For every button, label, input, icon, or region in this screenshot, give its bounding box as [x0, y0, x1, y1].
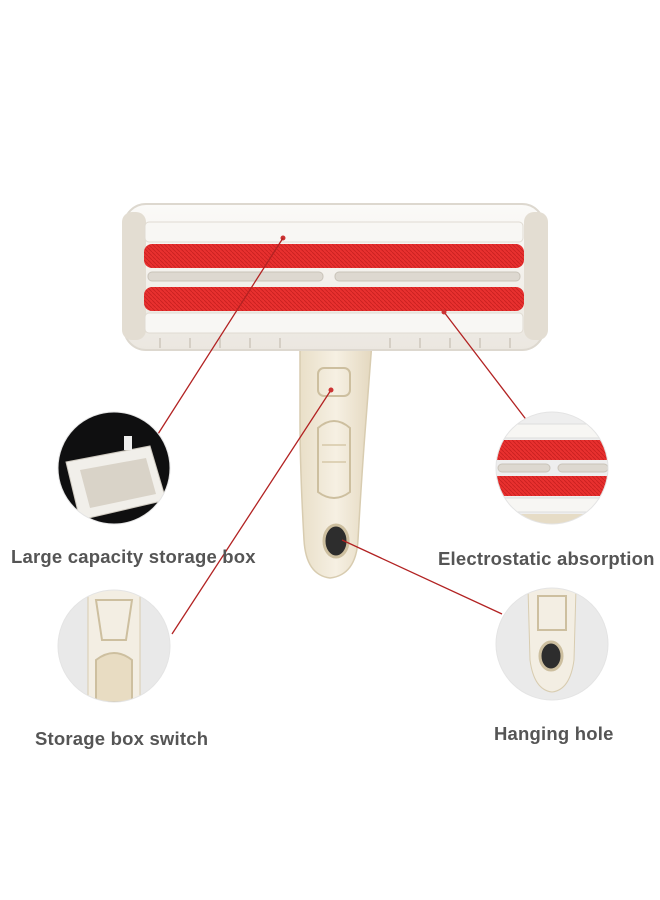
- roller-head: [122, 203, 548, 351]
- electrostatic-detail: [496, 412, 608, 524]
- switch-detail: [58, 590, 170, 702]
- label-storage-box: Large capacity storage box: [11, 546, 256, 567]
- label-switch: Storage box switch: [35, 728, 209, 749]
- label-electrostatic: Electrostatic absorption: [438, 548, 655, 569]
- label-hanging-hole: Hanging hole: [494, 723, 614, 744]
- storage-box-detail: [58, 412, 170, 524]
- leader-lines: [157, 237, 529, 635]
- hanging-hole-mark: [322, 523, 350, 559]
- roller-handle: [299, 341, 373, 579]
- hanging-hole-detail: [496, 588, 608, 700]
